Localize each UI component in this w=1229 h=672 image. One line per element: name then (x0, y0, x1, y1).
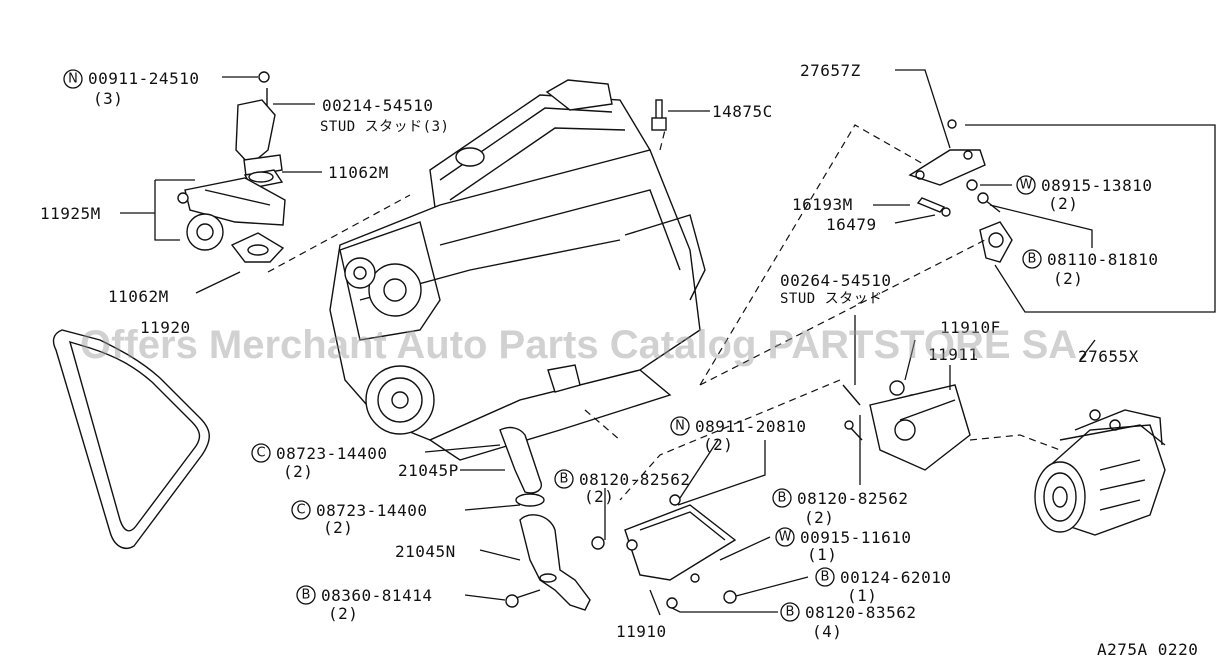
svg-text:STUD スタッド: STUD スタッド (780, 291, 883, 307)
compressor-bracket-upper (908, 119, 1013, 263)
label-11925M: 11925M (40, 204, 101, 223)
hoses-and-tubes (499, 426, 591, 611)
svg-text:W: W (1020, 178, 1033, 193)
svg-text:B: B (302, 588, 311, 603)
svg-text:B: B (1028, 252, 1037, 267)
svg-text:00264-54510: 00264-54510 (780, 271, 891, 290)
svg-text:(2): (2) (1048, 194, 1078, 213)
svg-text:B: B (786, 605, 795, 620)
svg-text:00915-11610: 00915-11610 (800, 528, 911, 547)
svg-text:(2): (2) (283, 462, 313, 481)
label-00214-54510: 00214-54510 STUD スタッド(3) (320, 96, 449, 135)
svg-text:B: B (821, 570, 830, 585)
diagram-code: A275A 0220 (1097, 640, 1198, 659)
label-08723-14400-a: C 08723-14400 (2) (251, 443, 387, 481)
svg-text:(2): (2) (328, 604, 358, 623)
engine-block-illustration (329, 79, 706, 461)
svg-text:(2): (2) (703, 435, 733, 454)
svg-text:W: W (779, 530, 792, 545)
svg-text:00214-54510: 00214-54510 (322, 96, 433, 115)
svg-text:08723-14400: 08723-14400 (276, 444, 387, 463)
svg-text:(2): (2) (323, 518, 353, 537)
svg-text:08120-83562: 08120-83562 (805, 603, 916, 622)
label-08360-81414: B 08360-81414 (2) (296, 585, 432, 623)
svg-text:08120-82562: 08120-82562 (579, 470, 690, 489)
svg-text:B: B (560, 472, 569, 487)
sensor-14875C (651, 99, 667, 131)
svg-text:(2): (2) (804, 508, 834, 527)
svg-text:08723-14400: 08723-14400 (316, 501, 427, 520)
label-21045P: 21045P (398, 461, 459, 480)
svg-text:STUD スタッド(3): STUD スタッド(3) (320, 119, 449, 135)
svg-text:C: C (256, 446, 265, 461)
svg-text:08120-82562: 08120-82562 (797, 489, 908, 508)
svg-text:N: N (675, 419, 685, 434)
svg-text:00124-62010: 00124-62010 (840, 568, 951, 587)
svg-text:(2): (2) (1053, 269, 1083, 288)
label-00124-62010: B 00124-62010 (1) (815, 567, 951, 605)
label-08120-82562-b: B 08120-82562 (2) (772, 488, 908, 527)
label-27655X: 27655X (1078, 347, 1139, 366)
svg-text:08360-81414: 08360-81414 (321, 586, 432, 605)
label-16479: 16479 (826, 215, 877, 234)
label-08915-13810: W 08915-13810 (2) (1016, 175, 1152, 213)
svg-text:C: C (296, 503, 305, 518)
drive-belt-11920 (52, 329, 210, 550)
label-11062M-bottom: 11062M (108, 287, 169, 306)
water-outlet-assembly (177, 71, 286, 263)
svg-text:(4): (4) (812, 622, 842, 641)
svg-text:08915-13810: 08915-13810 (1041, 176, 1152, 195)
mounting-plate-11910 (591, 494, 737, 609)
label-27657Z: 27657Z (800, 61, 861, 80)
label-08723-14400-b: C 08723-14400 (2) (291, 500, 427, 537)
label-08120-82562-a: B 08120-82562 (2) (554, 469, 690, 506)
svg-text:00911-24510: 00911-24510 (88, 69, 199, 88)
compressor-bracket-lower (842, 380, 971, 471)
label-11910: 11910 (616, 622, 667, 641)
label-11062M-top: 11062M (328, 163, 389, 182)
label-08120-83562: B 08120-83562 (4) (780, 602, 916, 641)
label-16193M: 16193M (792, 195, 853, 214)
svg-text:(1): (1) (807, 545, 837, 564)
label-08911-20810: N 08911-20810 (2) (670, 416, 806, 454)
label-00915-11610: W 00915-11610 (1) (775, 527, 911, 564)
svg-text:B: B (778, 491, 787, 506)
label-11910F: 11910F (940, 318, 1001, 337)
label-00264-54510: 00264-54510 STUD スタッド (780, 271, 891, 307)
label-11911: 11911 (928, 345, 979, 364)
watermark-text: Offers Merchant Auto Parts Catalog PARTS… (80, 323, 1077, 367)
label-11920: 11920 (140, 318, 191, 337)
svg-text:(2): (2) (584, 487, 614, 506)
dashed-connectors (267, 124, 1061, 501)
label-08110-81810: B 08110-81810 (2) (1022, 249, 1158, 288)
svg-text:(1): (1) (847, 586, 877, 605)
svg-text:08110-81810: 08110-81810 (1047, 250, 1158, 269)
label-14875C: 14875C (712, 102, 773, 121)
svg-text:08911-20810: 08911-20810 (695, 417, 806, 436)
svg-text:(3): (3) (93, 89, 123, 108)
label-00911-24510: N 00911-24510 (3) (63, 69, 199, 108)
leader-lines (120, 69, 1216, 616)
svg-text:N: N (68, 72, 78, 87)
ac-compressor (1034, 409, 1166, 536)
label-21045N: 21045N (395, 542, 456, 561)
